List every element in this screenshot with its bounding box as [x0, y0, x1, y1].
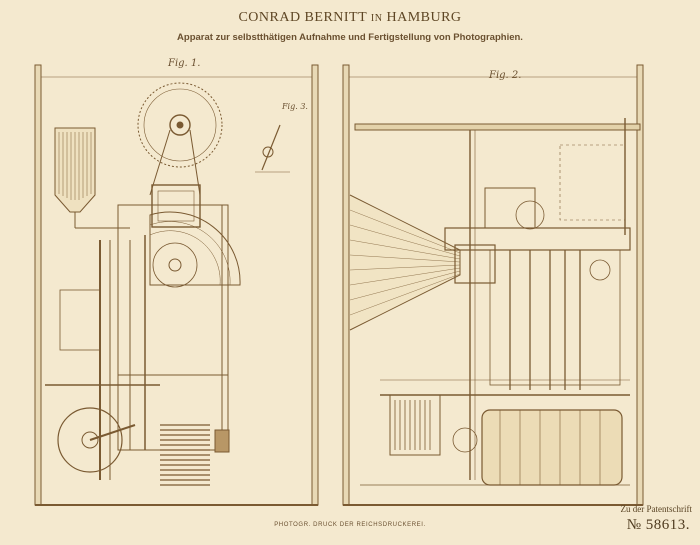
printer-credit: PHOTOGR. DRUCK DER REICHSDRUCKEREI. — [274, 522, 426, 528]
reference-note: Zu der Patentschrift — [620, 504, 692, 514]
fig1-drawing — [34, 64, 319, 506]
patent-subtitle: Apparat zur selbstthätigen Aufnahme und … — [177, 32, 523, 43]
inventor-city: HAMBURG — [386, 10, 462, 25]
patent-number: № 58613. — [626, 517, 690, 533]
fig1-label: Fig. 1. — [168, 58, 201, 69]
inventor-name: CONRAD BERNITT — [238, 10, 367, 25]
fig2-label: Fig. 2. — [489, 70, 522, 81]
fig2-drawing — [342, 64, 644, 506]
inventor-in: IN — [370, 13, 383, 24]
fig3-label: Fig. 3. — [282, 102, 308, 111]
inventor-title: CONRAD BERNITT IN HAMBURG — [0, 10, 700, 26]
